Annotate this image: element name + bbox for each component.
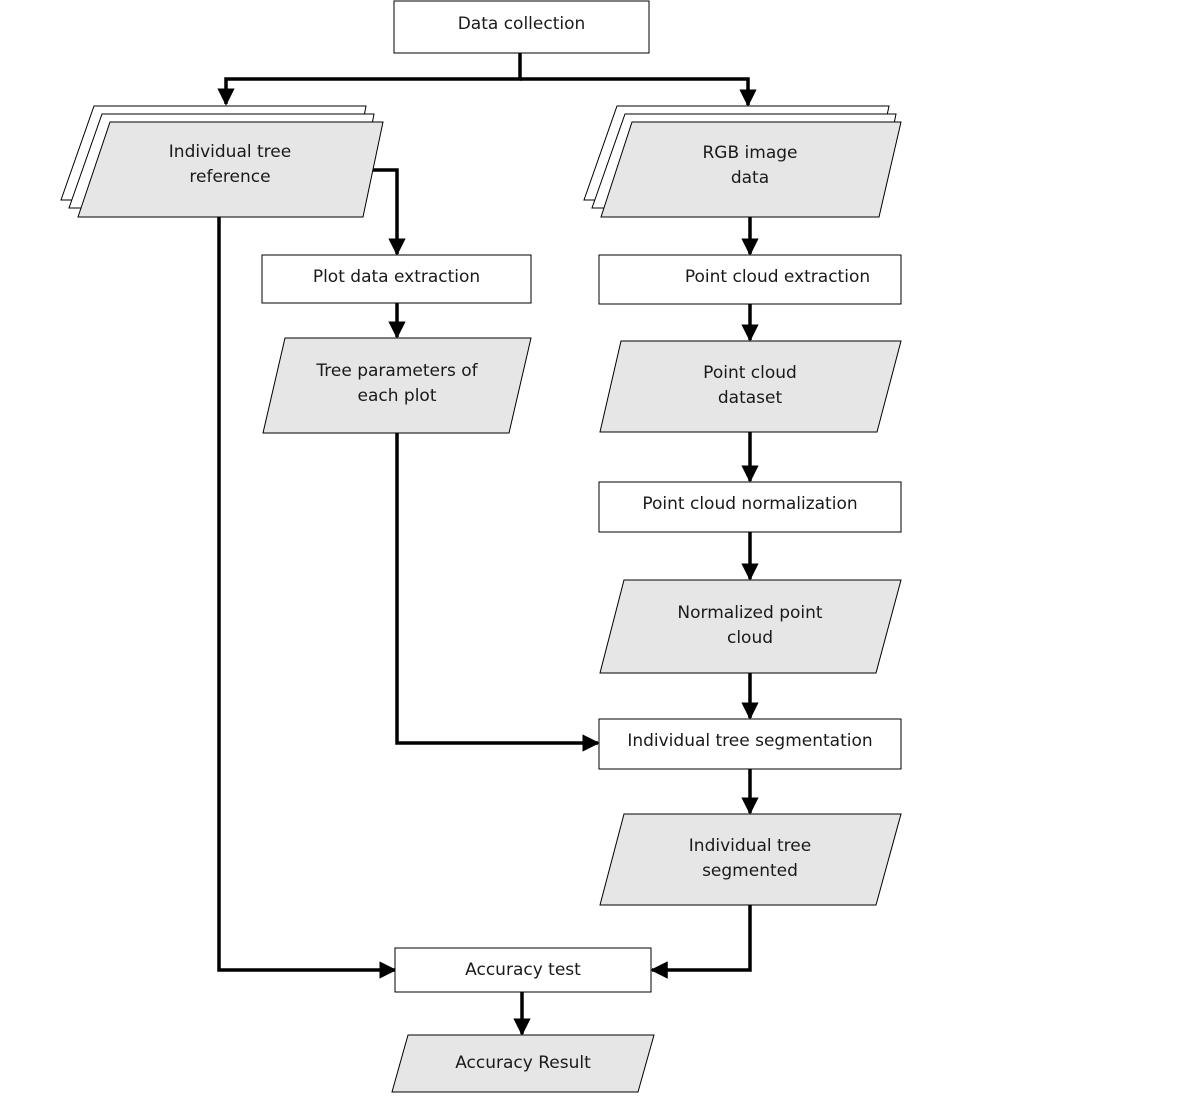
- connector-reference-to-accuracy-test: [217, 217, 397, 979]
- rgb-image-data-stack: [583, 105, 902, 218]
- accuracy-result-shape: [391, 1034, 655, 1093]
- individual-tree-reference-stack: [60, 105, 384, 218]
- plot-data-extraction-box: [261, 254, 532, 304]
- point-cloud-extraction-box: [598, 254, 902, 305]
- data-collection-box: [393, 0, 650, 54]
- tree-parameters-shape: [262, 337, 532, 434]
- normalized-point-cloud-shape: [599, 579, 902, 674]
- individual-tree-segmentation-box: [598, 718, 902, 770]
- connector-parameters-to-segmentation: [395, 433, 600, 752]
- connector-segmented-to-accuracy-test: [650, 905, 752, 979]
- accuracy-test-box: [394, 947, 652, 993]
- point-cloud-normalization-box: [598, 481, 902, 533]
- connector-collection-to-rgb: [520, 77, 757, 107]
- point-cloud-dataset-shape: [599, 340, 902, 433]
- connector-reference-to-plot-extraction: [370, 168, 406, 256]
- individual-tree-segmented-shape: [599, 813, 902, 906]
- connector-collection-to-reference: [217, 53, 522, 106]
